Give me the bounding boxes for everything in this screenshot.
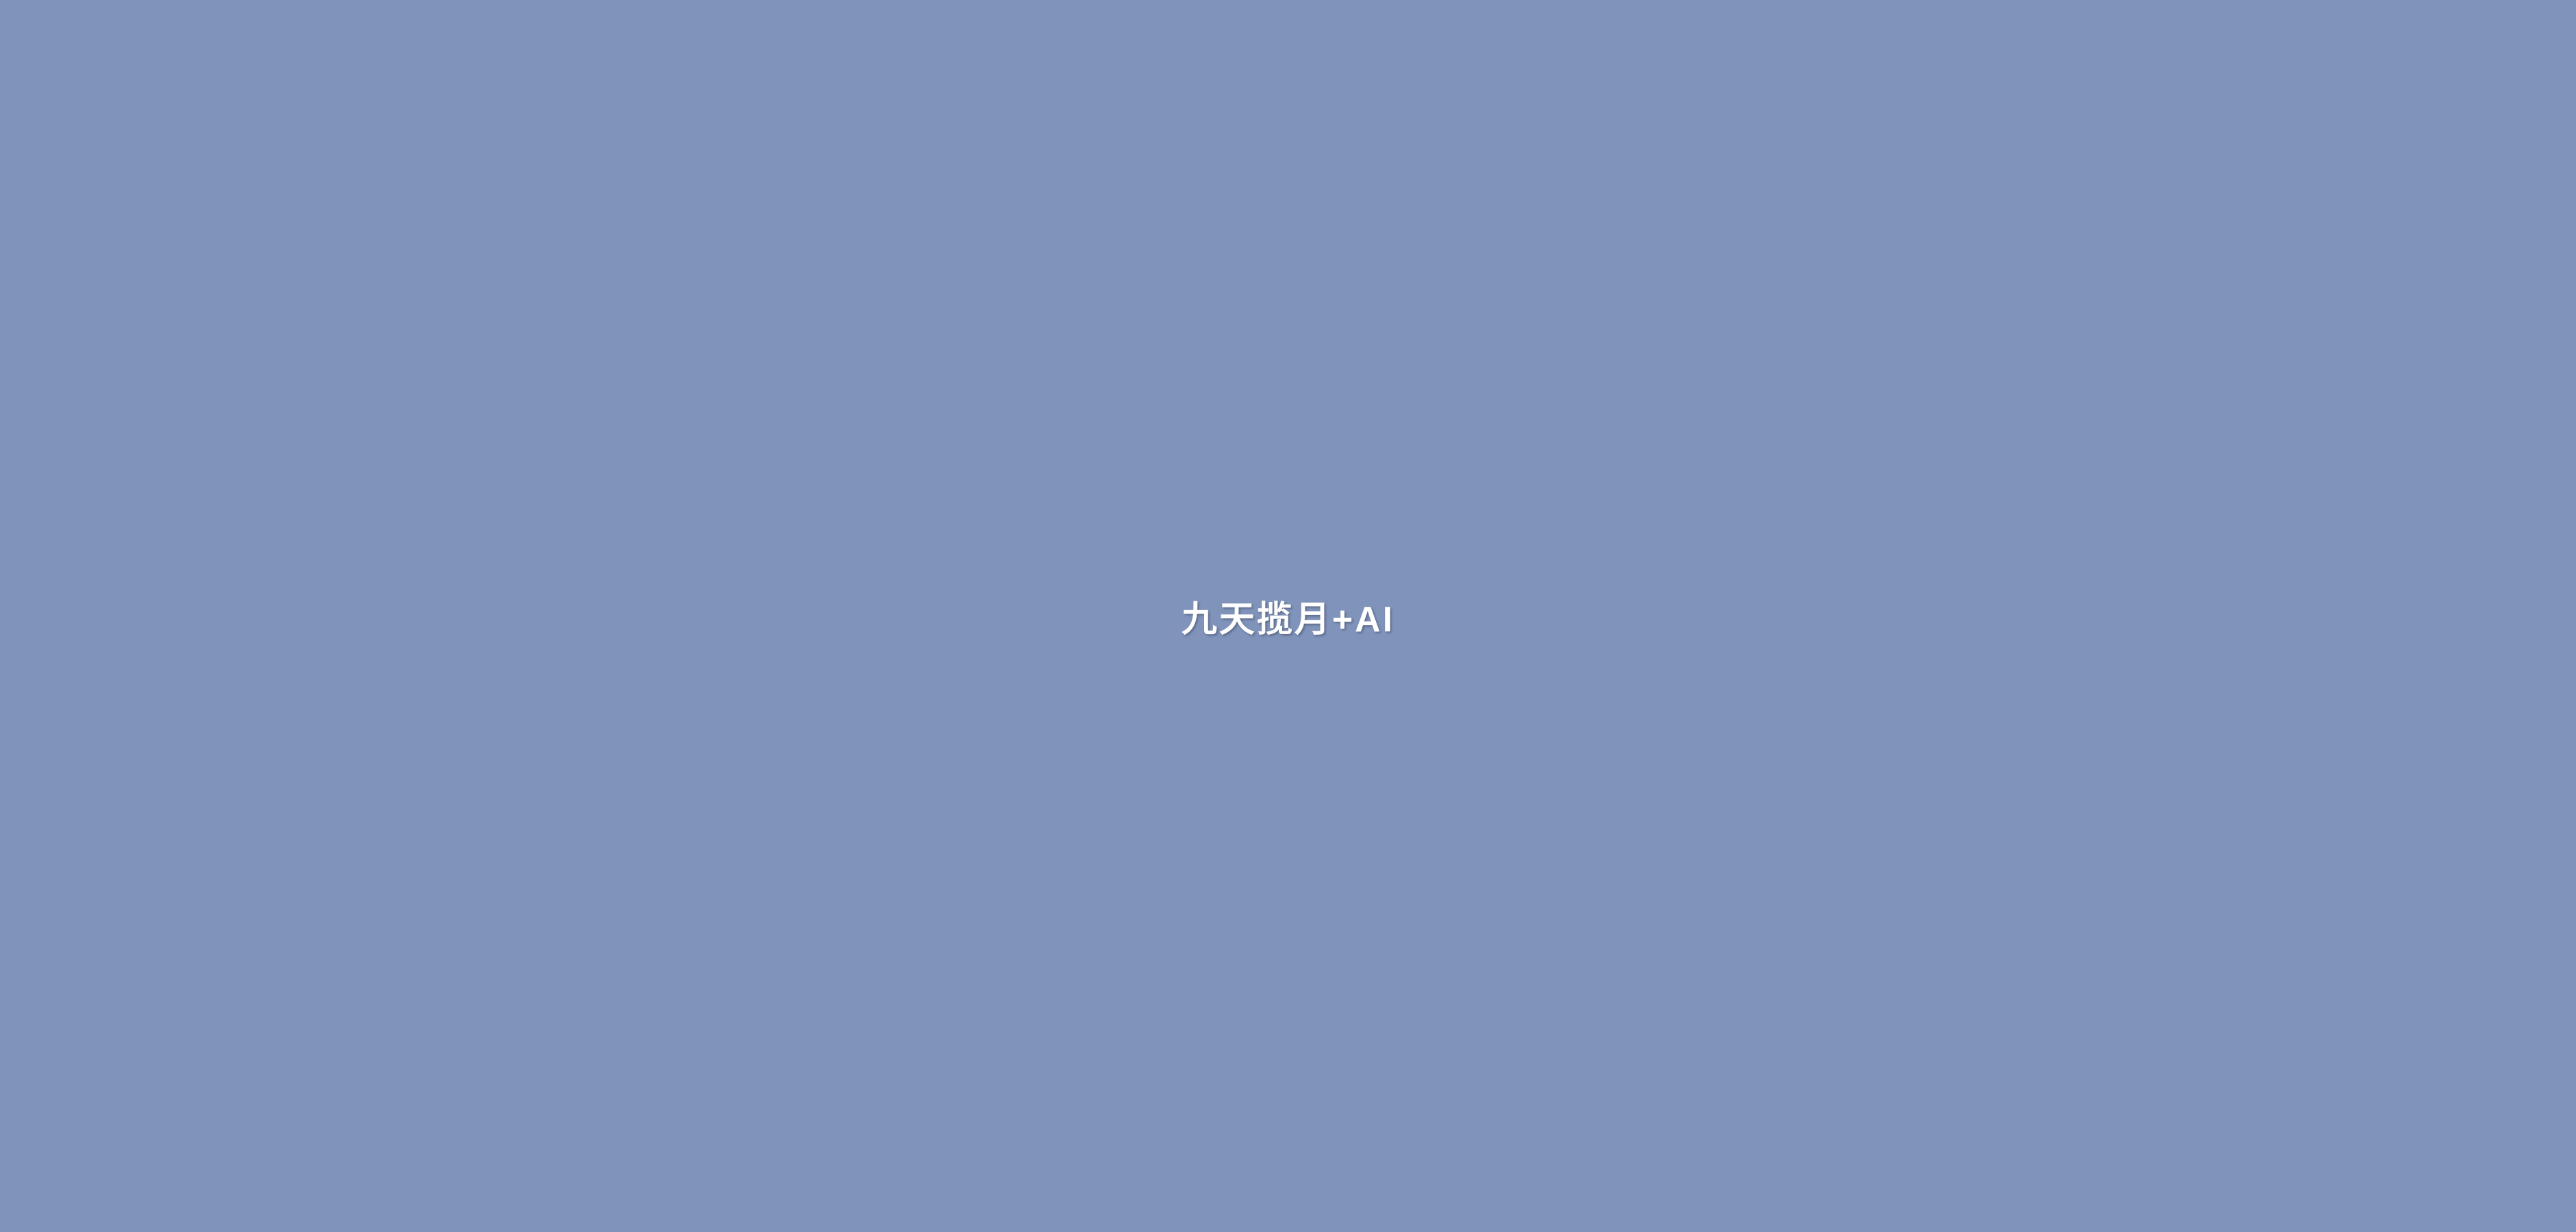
tech-support-label[interactable]: 九天揽月+AI xyxy=(0,0,2576,1232)
tech-support-band: 九天揽月+AI xyxy=(0,0,2576,1232)
